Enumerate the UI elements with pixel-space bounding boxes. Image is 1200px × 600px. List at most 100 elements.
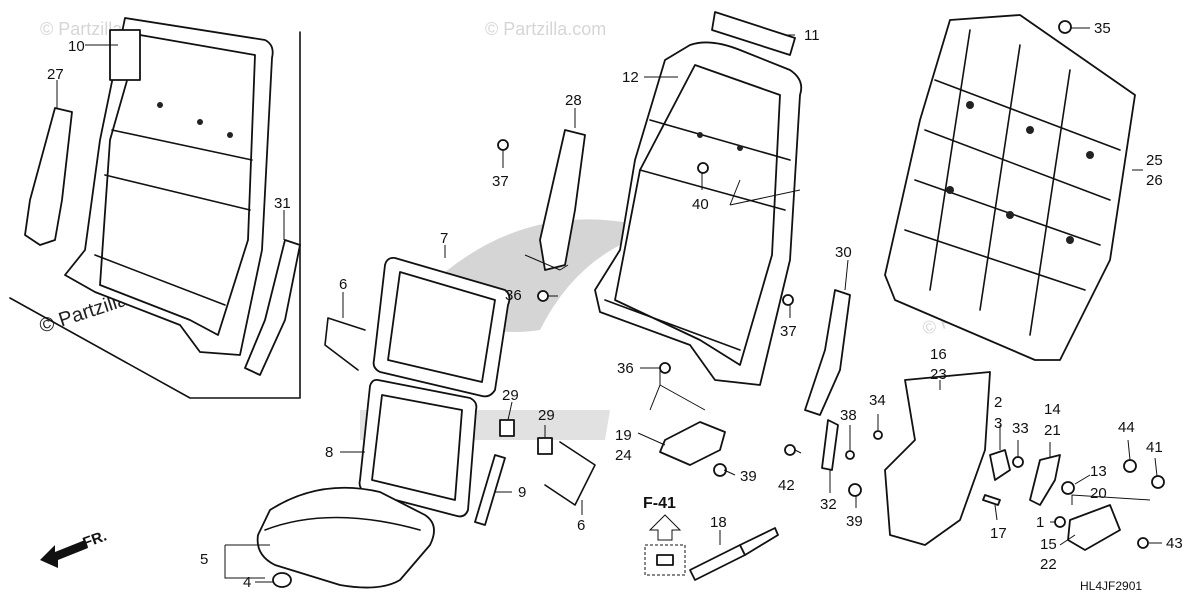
part-38-washer [845,450,855,460]
part-10-seat-back-frame [64,17,274,356]
callout-31: 31 [274,195,291,212]
part-36-bolt-a [537,290,549,302]
callout-32: 32 [820,496,837,513]
callout-14: 14 [1044,401,1061,418]
part-44-bolt [1123,459,1137,473]
callout-33: 33 [1012,420,1029,437]
part-37-bolt-a [497,139,509,151]
callout-11: 11 [804,27,820,44]
front-direction-indicator: FR. [40,528,109,568]
callout-37-b: 37 [780,323,797,340]
callout-15: 15 [1040,536,1057,553]
callout-1: 1 [1036,514,1044,531]
part-34-bolt [873,430,883,440]
part-29-clip-a [499,419,515,437]
part-6-rod-upper [324,317,366,371]
callout-21: 21 [1044,422,1061,439]
callout-27: 27 [47,66,64,83]
part-41-nut [1151,475,1165,489]
callout-35: 35 [1094,20,1111,37]
callout-29-b: 29 [538,407,555,424]
reference-label: F-41 [643,495,676,512]
callout-5: 5 [200,551,208,568]
part-32-latch [821,419,839,471]
part-9-strap [474,454,506,526]
callout-16: 16 [930,346,947,363]
callout-41: 41 [1146,439,1163,456]
part-16-23-cover [884,371,991,546]
callout-7: 7 [440,230,448,247]
part-25-26-seat-back-panel [884,14,1136,361]
part-43-bolt [1137,537,1149,549]
part-39-bolt-b [848,483,862,497]
callout-23: 23 [930,366,947,383]
leader-lines [56,27,1162,583]
callout-6-upper: 6 [339,276,347,293]
callout-42: 42 [778,477,795,494]
part-33-bolt [1012,456,1024,468]
part-37-bolt-b [782,294,794,306]
part-5-seat-cushion [256,486,435,589]
callout-10: 10 [68,38,85,55]
front-label: FR. [81,528,110,552]
part-20-bushing [1061,481,1075,495]
callout-39-a: 39 [740,468,757,485]
callout-4: 4 [243,574,251,591]
callout-6-lower: 6 [577,517,585,534]
callout-18: 18 [710,514,727,531]
callout-12: 12 [622,69,639,86]
part-27-hinge-cover [24,107,73,246]
callout-labels: 10 27 31 6 7 8 9 6 29 29 5 4 11 12 28 37… [47,20,1183,591]
front-arrow-icon [40,540,88,568]
part-19-24-bracket [659,421,726,466]
part-2-3-lever [989,449,1011,481]
callout-9: 9 [518,484,526,501]
part-36-bolt-b [659,362,671,374]
inset-frame-left [9,31,301,399]
part-12-seat-back-frame [594,41,803,386]
part-7-seat-frame [372,256,511,398]
part-6-rod-lower [544,441,596,506]
callout-34: 34 [869,392,886,409]
callout-24: 24 [615,447,632,464]
part-8-seat-frame-lower [358,378,478,518]
callout-22: 22 [1040,556,1057,573]
callout-3: 3 [994,415,1002,432]
callout-26: 26 [1146,172,1163,189]
part-15-22-bracket [1067,504,1121,551]
callout-44: 44 [1118,419,1135,436]
callout-20: 20 [1090,485,1107,502]
part-18-gas-strut [689,527,779,581]
callout-38: 38 [840,407,857,424]
part-11-trim-strip [711,11,796,56]
diagram-code: HL4JF2901 [1080,579,1142,593]
part-42-bolt [784,444,796,456]
part-31-hinge-cover [244,239,301,376]
part-29-clip-b [537,437,553,455]
callout-19: 19 [615,427,632,444]
part-40-nut [697,162,709,174]
callout-43: 43 [1166,535,1183,552]
part-4-grommet [272,572,292,588]
part-17-pin [982,494,1001,506]
part-35-bolt [1058,20,1072,34]
part-1-nut [1054,516,1066,528]
callout-40: 40 [692,196,709,213]
callout-2: 2 [994,394,1002,411]
callout-36-b: 36 [617,360,634,377]
callout-29-a: 29 [502,387,519,404]
callout-17: 17 [990,525,1007,542]
callout-25: 25 [1146,152,1163,169]
part-14-21-lever [1029,454,1061,506]
part-28-hinge-cover [539,129,586,271]
callout-36-a: 36 [505,287,522,304]
part-39-bolt-a [713,463,727,477]
callout-13: 13 [1090,463,1107,480]
callout-37-a: 37 [492,173,509,190]
callout-30: 30 [835,244,852,261]
callout-39-b: 39 [846,513,863,530]
reference-arrow [644,514,686,576]
watermark-top-center: © Partzilla.com [485,19,606,39]
